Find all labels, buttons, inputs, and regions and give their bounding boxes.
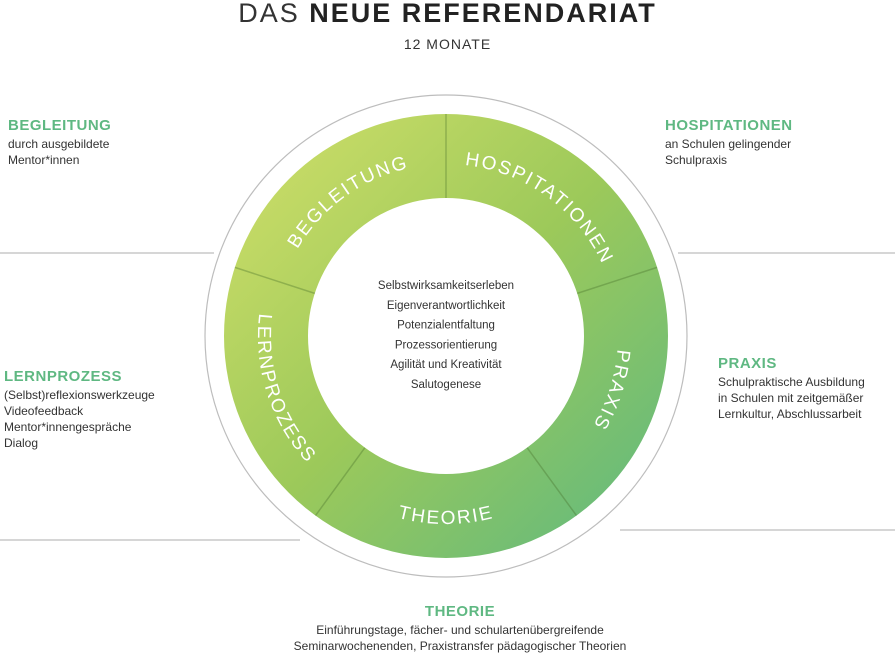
block-theorie: THEORIE Einführungstage, fächer- und sch… [250, 603, 670, 654]
block-line: Einführungstage, fächer- und schulartenü… [316, 623, 604, 637]
title-bold: NEUE REFERENDARIAT [309, 0, 657, 28]
block-line: Mentor*innengespräche [4, 420, 132, 434]
block-lernprozess: LERNPROZESS (Selbst)reflexionswerkzeuge … [4, 368, 155, 451]
block-line: Mentor*innen [8, 153, 80, 167]
page-title: DAS NEUE REFERENDARIAT [0, 0, 895, 28]
block-line: Schulpraxis [665, 153, 728, 167]
block-line: Seminarwochenenden, Praxistransfer pädag… [293, 639, 627, 653]
outer-ring [204, 94, 688, 578]
block-line: Dialog [4, 436, 39, 450]
block-line: (Selbst)reflexionswerkzeuge [4, 388, 155, 402]
segment-ring [224, 114, 668, 558]
center-value: Prozessorientierung [395, 339, 497, 351]
segment-divider [314, 447, 366, 517]
block-line: in Schulen mit zeitgemäßer [718, 391, 864, 405]
center-value: Agilität und Kreativität [390, 359, 502, 371]
segment-divider [526, 447, 578, 517]
subtitle: 12 MONATE [403, 36, 492, 52]
block-line: an Schulen gelingender [665, 137, 792, 151]
block-line: Videofeedback [4, 404, 84, 418]
block-heading: PRAXIS [718, 355, 777, 372]
center-value: Salutogenese [411, 379, 481, 391]
block-heading: THEORIE [424, 603, 496, 620]
segment-divider [234, 266, 315, 295]
title-light: DAS [238, 0, 300, 28]
center-value: Eigenverantwortlichkeit [387, 300, 506, 312]
block-begleitung: BEGLEITUNG durch ausgebildete Mentor*inn… [8, 117, 111, 168]
block-heading: HOSPITATIONEN [665, 117, 793, 134]
block-praxis: PRAXIS Schulpraktische Ausbildung in Sch… [718, 355, 865, 422]
segment-divider [577, 266, 658, 295]
block-line: durch ausgebildete [8, 137, 110, 151]
block-line: Schulpraktische Ausbildung [718, 375, 865, 389]
connector-lines [0, 94, 895, 578]
block-heading: LERNPROZESS [4, 368, 123, 385]
ring-fill [224, 114, 668, 558]
center-value: Selbstwirksamkeitserleben [378, 280, 514, 292]
block-heading: BEGLEITUNG [8, 117, 112, 134]
center-value: Potenzialentfaltung [397, 320, 495, 332]
block-line: Lernkultur, Abschlussarbeit [718, 407, 862, 421]
center-values: SelbstwirksamkeitserlebenEigenverantwort… [378, 280, 514, 391]
block-hospitationen: HOSPITATIONEN an Schulen gelingender Sch… [665, 117, 793, 168]
